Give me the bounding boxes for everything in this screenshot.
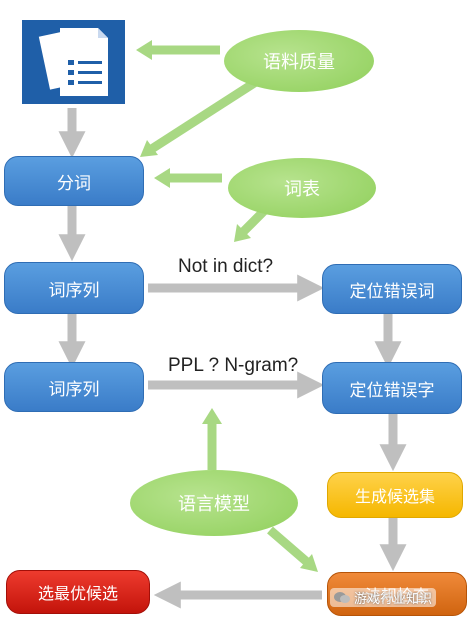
word-sequence-label-2: 词序列 — [48, 379, 100, 400]
language-model-label: 语言模型 — [178, 494, 250, 515]
edge-label-not-in-dict: Not in dict? — [178, 256, 274, 277]
locate-wrong-word-node: 定位错误词 — [322, 264, 462, 314]
green-arrowhead-6 — [300, 554, 318, 572]
green-arrowhead-1 — [136, 40, 152, 60]
word-sequence-node-2: 词序列 — [4, 362, 144, 412]
green-arrowhead-5 — [202, 408, 222, 424]
word-sequence-node-1: 词序列 — [4, 262, 144, 314]
locate-wrong-char-label: 定位错误字 — [349, 380, 435, 401]
green-arrowhead-4 — [234, 224, 251, 242]
dictionary-node: 词表 — [228, 158, 376, 218]
edge-label-ppl-ngram: PPL ? N-gram? — [168, 355, 299, 376]
language-model-node: 语言模型 — [130, 470, 298, 536]
corpus-quality-label: 语料质量 — [263, 52, 335, 73]
green-arrowhead-3 — [154, 168, 170, 188]
segmentation-label: 分词 — [57, 173, 91, 194]
green-arrowhead-2 — [140, 140, 158, 157]
dictionary-label: 词表 — [284, 179, 320, 200]
generate-candidates-node: 生成候选集 — [327, 472, 463, 518]
watermark-text: 游戏行业知识 — [354, 592, 433, 607]
watermark: 游戏行业知识 — [330, 588, 437, 607]
document-icon — [38, 28, 108, 96]
word-sequence-label-1: 词序列 — [48, 280, 100, 301]
locate-wrong-word-label: 定位错误词 — [349, 281, 435, 302]
locate-wrong-char-node: 定位错误字 — [322, 362, 462, 414]
generate-candidates-label: 生成候选集 — [354, 487, 435, 506]
corpus-quality-node: 语料质量 — [224, 30, 374, 92]
document-tile — [22, 20, 125, 104]
segmentation-node: 分词 — [4, 156, 144, 206]
wechat-icon — [334, 592, 350, 603]
select-best-candidate-label: 选最优候选 — [37, 584, 118, 603]
select-best-candidate-node: 选最优候选 — [6, 570, 150, 614]
